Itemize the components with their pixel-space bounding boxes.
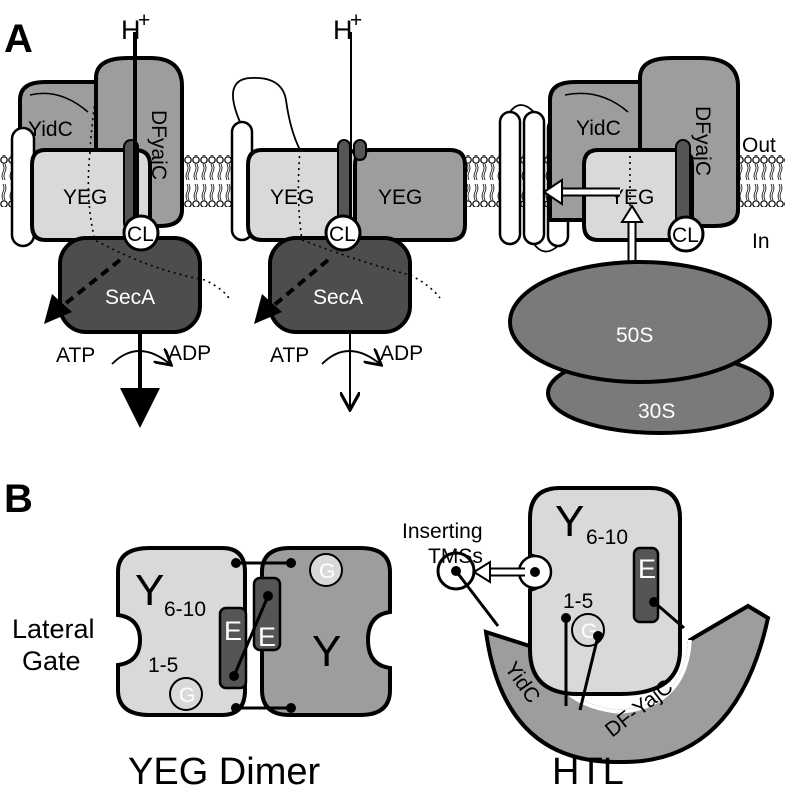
- ribosome-30s-label: 30S: [638, 400, 675, 423]
- yeg-right-subunit: [260, 546, 392, 717]
- inserting-label-1: Inserting: [402, 520, 483, 543]
- tms-range-label: 1-5: [148, 654, 178, 677]
- ribosome-50s-label: 50S: [616, 324, 653, 347]
- panel-b: B Y 6-10 1-5 Lateral Gate Y E E G: [4, 477, 771, 793]
- secg-right: [309, 553, 343, 587]
- adp-label: ADP: [380, 342, 423, 365]
- polypeptide-arrow-icon: [254, 294, 282, 324]
- ribosome-50s: [508, 260, 772, 384]
- complex-htl-ribosome: YidC DFyajC YEG CL 50S 30S Out In: [498, 56, 776, 435]
- y-subscript: 6-10: [164, 598, 206, 621]
- proton-label: H: [121, 15, 141, 45]
- cl-lipid: [324, 214, 362, 252]
- lateral-gate-label-1: Lateral: [12, 614, 95, 644]
- panel-a-label: A: [4, 17, 33, 61]
- yeg-dimer: Y 6-10 1-5 Lateral Gate Y E E G G YEG Di…: [12, 546, 392, 793]
- dfyajc-label: DFyajC: [147, 110, 170, 180]
- sece-helix-right: [252, 576, 282, 652]
- complex-dimer-seca: YEG YEG H + SecA CL ATP ADP: [230, 9, 467, 408]
- tms-helix: [522, 110, 546, 246]
- caption-htl: HTL: [552, 751, 624, 793]
- adp-label: ADP: [168, 342, 211, 365]
- inserting-label-2: TMSs: [428, 545, 483, 568]
- g-label-left: G: [179, 684, 195, 707]
- tms-range-label-htl: 1-5: [563, 590, 593, 613]
- cl-label: CL: [329, 223, 356, 246]
- yidc-label: YidC: [28, 118, 73, 141]
- htl-complex: Y 6-10 1-5 E G Inserting TMSs YidC: [402, 486, 771, 793]
- yidc-label: YidC: [576, 117, 621, 140]
- e-label-htl: E: [638, 554, 656, 584]
- yeg-label: YEG: [610, 186, 654, 209]
- y-label-htl: Y: [555, 497, 584, 546]
- proton-sup: +: [350, 9, 362, 32]
- secg-left: [169, 677, 203, 711]
- tms-helix: [498, 110, 522, 246]
- seca-label: SecA: [105, 286, 155, 309]
- seca-motor: [268, 236, 412, 334]
- e-label-left: E: [224, 616, 242, 646]
- y-label-right: Y: [312, 627, 341, 676]
- polypeptide-arrow-icon: [44, 294, 72, 324]
- panel-b-label: B: [4, 477, 33, 521]
- e-label-right: E: [258, 622, 276, 652]
- cl-lipid: [667, 215, 705, 253]
- insertion-arrow-icon: [620, 204, 644, 223]
- out-label: Out: [742, 134, 776, 157]
- cl-label: CL: [672, 224, 699, 247]
- complex-htl-seca: YidC DFyajC YEG H + SecA CL ATP ADP: [10, 9, 231, 428]
- seca-motor: [58, 236, 202, 334]
- lateral-gate-label-2: Gate: [22, 646, 81, 676]
- dfyajc-label: DFyajC: [691, 106, 714, 176]
- insertion-direction-arrow-icon: [472, 560, 491, 584]
- panel-a: A YidC DFyajC YEG H + SecA CL: [0, 9, 785, 435]
- atp-label: ATP: [270, 344, 309, 367]
- y-subscript-htl: 6-10: [586, 526, 628, 549]
- cl-lipid: [122, 214, 160, 252]
- atp-label: ATP: [56, 344, 95, 367]
- proton-label: H: [333, 15, 353, 45]
- caption-yeg-dimer: YEG Dimer: [128, 751, 320, 793]
- y-label: Y: [135, 566, 164, 615]
- cl-label: CL: [127, 223, 154, 246]
- yeg-label: YEG: [63, 186, 107, 209]
- yeg-label-right: YEG: [378, 186, 422, 209]
- g-label-right: G: [319, 560, 335, 583]
- seca-label: SecA: [313, 286, 363, 309]
- yeg-left-subunit: [116, 546, 247, 717]
- proton-sup: +: [138, 9, 150, 32]
- lateral-release-arrow-icon: [542, 178, 563, 206]
- yeg-label-left: YEG: [270, 186, 314, 209]
- atp-hydrolysis-arrow: [111, 351, 170, 364]
- atp-hydrolysis-arrow: [321, 351, 380, 364]
- in-label: In: [752, 230, 770, 253]
